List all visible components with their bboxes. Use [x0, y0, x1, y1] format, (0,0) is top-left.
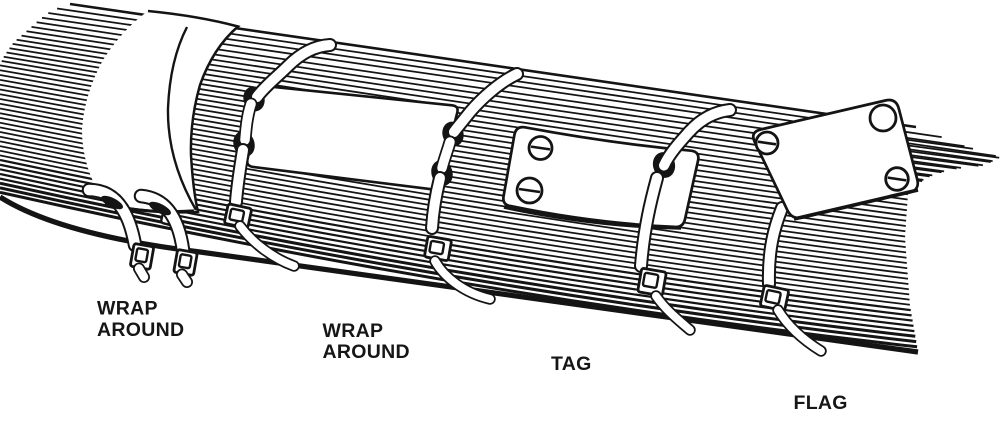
svg-text:TAG: TAG [551, 353, 592, 375]
svg-text:FLAG: FLAG [794, 392, 848, 414]
svg-text:WRAP: WRAP [323, 320, 384, 342]
svg-text:AROUND: AROUND [323, 341, 410, 363]
svg-text:AROUND: AROUND [97, 319, 184, 341]
svg-text:WRAP: WRAP [97, 298, 158, 320]
